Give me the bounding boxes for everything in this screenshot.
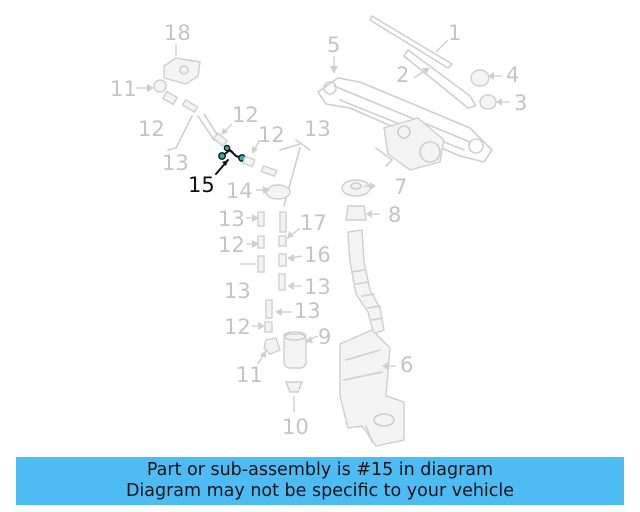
leader-lines [136,39,510,370]
pivot-caps [470,69,497,110]
label-15-highlighted: 15 [188,173,215,197]
part-15-connector [215,144,246,175]
parts-diagram: 18 11 12 13 12 12 13 14 13 12 13 17 16 1… [110,15,527,447]
label-12: 12 [224,315,251,339]
wiper-blade [369,15,477,109]
label-2: 2 [396,63,409,87]
label-13: 13 [224,279,251,303]
banner-line-1: Part or sub-assembly is #15 in diagram [146,460,494,480]
reservoir-assembly [339,179,405,447]
label-3: 3 [514,91,527,115]
label-16: 16 [304,243,331,267]
label-11: 11 [236,363,263,387]
label-6: 6 [400,353,413,377]
hose-column [257,184,291,355]
part-labels: 18 11 12 13 12 12 13 14 13 12 13 17 16 1… [110,21,527,439]
label-10: 10 [282,415,309,439]
label-13: 13 [304,275,331,299]
label-18: 18 [164,21,191,45]
label-17: 17 [300,211,327,235]
label-8: 8 [388,203,401,227]
upper-hose-parts [153,57,229,151]
label-9: 9 [318,325,331,349]
label-13: 13 [162,151,189,175]
info-banner: Part or sub-assembly is #15 in diagram D… [16,457,624,505]
label-1: 1 [448,21,461,45]
label-13: 13 [294,299,321,323]
label-12: 12 [258,123,285,147]
label-12: 12 [218,233,245,257]
label-14: 14 [226,179,253,203]
label-7: 7 [394,175,407,199]
label-13: 13 [218,207,245,231]
label-5: 5 [327,33,340,57]
label-12: 12 [232,103,259,127]
wiper-linkage-motor [317,77,493,171]
banner-line-2: Diagram may not be specific to your vehi… [125,481,515,501]
label-11: 11 [110,77,137,101]
washer-pump [283,331,307,412]
label-12: 12 [138,117,165,141]
label-4: 4 [506,63,519,87]
label-13: 13 [304,117,331,141]
